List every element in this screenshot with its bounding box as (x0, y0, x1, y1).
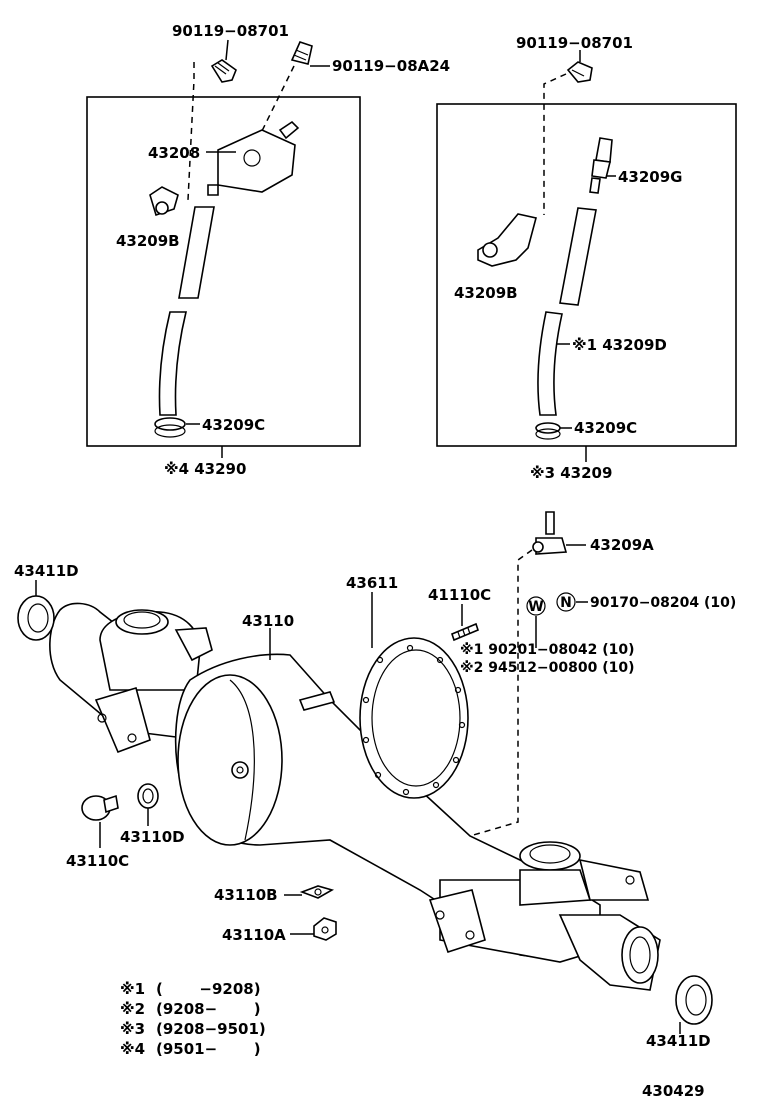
assembly-box-43290 (86, 96, 361, 447)
legend-key-4: ※4 (120, 1040, 145, 1058)
axle-housing-43110[interactable] (49, 602, 661, 991)
fitting-43209g[interactable] (589, 137, 613, 194)
legend-range-3: (9208−9501) (156, 1020, 266, 1038)
label-43110a: 43110A (222, 926, 286, 944)
fitting-90119-08a24[interactable] (290, 41, 313, 65)
label-43209d: ※1 43209D (572, 336, 667, 354)
nut-symbol: N (556, 592, 576, 612)
stud-41110c[interactable] (451, 622, 479, 642)
label-43110b: 43110B (214, 886, 278, 904)
hose-upper-right[interactable] (559, 207, 597, 306)
clip-43209b-left[interactable] (149, 186, 179, 217)
label-90170-08204: 90170−08204 (10) (590, 595, 736, 611)
label-43411d-right: 43411D (646, 1032, 711, 1050)
drain-plug-43110c[interactable] (81, 794, 119, 821)
washer-symbol-letter: W (528, 599, 543, 615)
label-41110c: 41110C (428, 586, 491, 604)
gasket-43611[interactable] (359, 637, 469, 799)
label-94512-00800: ※2 94512−00800 (10) (460, 660, 635, 676)
washer-symbol: W (526, 596, 546, 616)
clip-43209b-right[interactable] (477, 213, 537, 267)
label-43209g: 43209G (618, 168, 683, 186)
legend-range-1: ( −9208) (156, 980, 261, 998)
label-43110d: 43110D (120, 828, 185, 846)
legend-key-2: ※2 (120, 1000, 145, 1018)
label-43209b-right: 43209B (454, 284, 518, 302)
legend-key-3: ※3 (120, 1020, 145, 1038)
label-43209c-left: 43209C (202, 416, 265, 434)
gasket-43110d[interactable] (137, 783, 159, 809)
bolt-90119-08701-right[interactable] (566, 61, 593, 83)
label-43209: ※3 43209 (530, 464, 612, 482)
label-43611: 43611 (346, 574, 398, 592)
breather-body-43208[interactable] (207, 120, 300, 196)
hose-lower-right-43209d[interactable] (537, 311, 563, 416)
legend-range-4: (9501− ) (156, 1040, 261, 1058)
washer-43110b[interactable] (299, 885, 335, 899)
label-90119-08701-left: 90119−08701 (172, 22, 289, 40)
oil-seal-43411d-left[interactable] (17, 595, 55, 641)
label-43110c: 43110C (66, 852, 129, 870)
nut-43110a[interactable] (313, 917, 337, 941)
label-43209c-right: 43209C (574, 419, 637, 437)
legend: ※1 ( −9208) ※2 (9208− ) ※3 (9208−9501) ※… (120, 980, 266, 1058)
label-43208: 43208 (148, 144, 200, 162)
assembly-box-43209 (436, 103, 737, 447)
hose-upper-left[interactable] (178, 206, 215, 299)
bolt-90119-08701-left[interactable] (210, 59, 237, 83)
hose-lower-left-43209c[interactable] (158, 311, 188, 416)
clamp-43209c-left[interactable] (154, 417, 186, 438)
label-90119-08701-right: 90119−08701 (516, 34, 633, 52)
legend-range-2: (9208− ) (156, 1000, 261, 1018)
diagram-id: 430429 (642, 1082, 705, 1100)
label-43290: ※4 43290 (164, 460, 246, 478)
label-43110: 43110 (242, 612, 294, 630)
oil-seal-43411d-right[interactable] (675, 975, 713, 1025)
label-43411d-left: 43411D (14, 562, 79, 580)
label-90119-08a24: 90119−08A24 (332, 57, 450, 75)
label-43209a: 43209A (590, 536, 654, 554)
label-90201-08042: ※1 90201−08042 (10) (460, 642, 635, 658)
clamp-43209c-right[interactable] (535, 422, 561, 440)
legend-key-1: ※1 (120, 980, 145, 998)
label-43209b-left: 43209B (116, 232, 180, 250)
nut-symbol-letter: N (560, 595, 572, 611)
union-43209a[interactable] (532, 511, 568, 555)
